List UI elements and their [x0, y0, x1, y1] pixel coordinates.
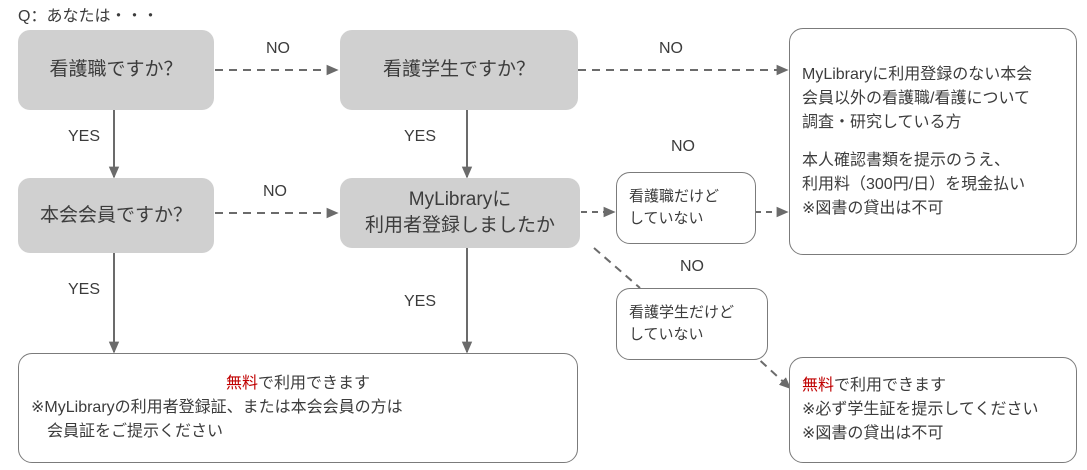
result-paid-line5: 利用料（300円/日）を現金払い: [802, 175, 1026, 193]
note-nurse-line1: 看護職だけど: [629, 187, 720, 205]
result-free-student-line1-rest: で利用できます: [834, 377, 947, 394]
result-free-student-line3: ※図書の貸出は不可: [802, 425, 944, 442]
result-paid-line4: 本人確認書類を提示のうえ、: [802, 151, 1011, 169]
edge-label-q4-no-student: NO: [680, 258, 704, 275]
result-free-student-line2: ※必ず学生証を提示してください: [802, 401, 1039, 418]
result-free-member[interactable]: 無料で利用できます ※MyLibraryの利用者登録証、または本会会員の方は 会…: [18, 353, 578, 463]
result-paid-line3: 調査・研究している方: [802, 113, 962, 131]
result-paid-line2: 会員以外の看護職/看護について: [802, 89, 1030, 107]
note-nurse-not-registered[interactable]: 看護職だけど していない: [616, 172, 756, 244]
node-member-question-label: 本会会員ですか？: [39, 204, 192, 226]
edge-label-q4-no-nurse: NO: [671, 138, 695, 155]
node-member-question[interactable]: 本会会員ですか？: [18, 178, 214, 253]
node-student-question-label: 看護学生ですか？: [382, 59, 535, 81]
edge-label-q4-yes: YES: [404, 293, 437, 310]
result-free-member-line1-rest: で利用できます: [258, 375, 371, 392]
edge-label-q1-yes: YES: [68, 128, 101, 145]
result-free-member-line3: 会員証をご提示ください: [31, 423, 224, 440]
edge-label-q2-yes: YES: [404, 128, 437, 145]
node-mylibrary-question-line2: 利用者登録しましたか: [364, 215, 555, 236]
node-nurse-question-label: 看護職ですか？: [49, 59, 183, 81]
note-student-line1: 看護学生だけど: [629, 303, 735, 321]
note-student-line2: していない: [629, 326, 704, 343]
result-paid-usage[interactable]: MyLibraryに利用登録のない本会 会員以外の看護職/看護について 調査・研…: [789, 28, 1077, 255]
edge-label-q1-no: NO: [266, 40, 290, 57]
page-title: Q：あなたは・・・: [18, 8, 159, 25]
node-mylibrary-question[interactable]: MyLibraryに 利用者登録しましたか: [340, 178, 580, 248]
result-free-member-line2: ※MyLibraryの利用者登録証、または本会会員の方は: [31, 399, 403, 416]
note-student-not-registered[interactable]: 看護学生だけど していない: [616, 288, 768, 360]
free-keyword: 無料: [802, 377, 835, 394]
node-mylibrary-question-line1: MyLibraryに: [408, 189, 512, 211]
edge-label-q3-yes: YES: [68, 281, 101, 298]
result-paid-spacer: [802, 135, 1064, 149]
result-free-student[interactable]: 無料で利用できます ※必ず学生証を提示してください ※図書の貸出は不可: [789, 357, 1077, 463]
node-student-question[interactable]: 看護学生ですか？: [340, 30, 578, 110]
edge-label-q3-no: NO: [263, 183, 287, 200]
free-keyword: 無料: [225, 375, 258, 392]
result-free-member-line1: 無料で利用できます: [31, 372, 565, 396]
result-paid-line1: MyLibraryに利用登録のない本会: [802, 65, 1033, 83]
edge-label-q2-no: NO: [659, 40, 683, 57]
result-paid-line6: ※図書の貸出は不可: [802, 199, 944, 217]
edge-q4-no-student: [593, 247, 641, 289]
result-free-student-line1: 無料で利用できます: [802, 374, 1064, 398]
note-nurse-line2: していない: [629, 210, 704, 227]
node-nurse-question[interactable]: 看護職ですか？: [18, 30, 214, 110]
